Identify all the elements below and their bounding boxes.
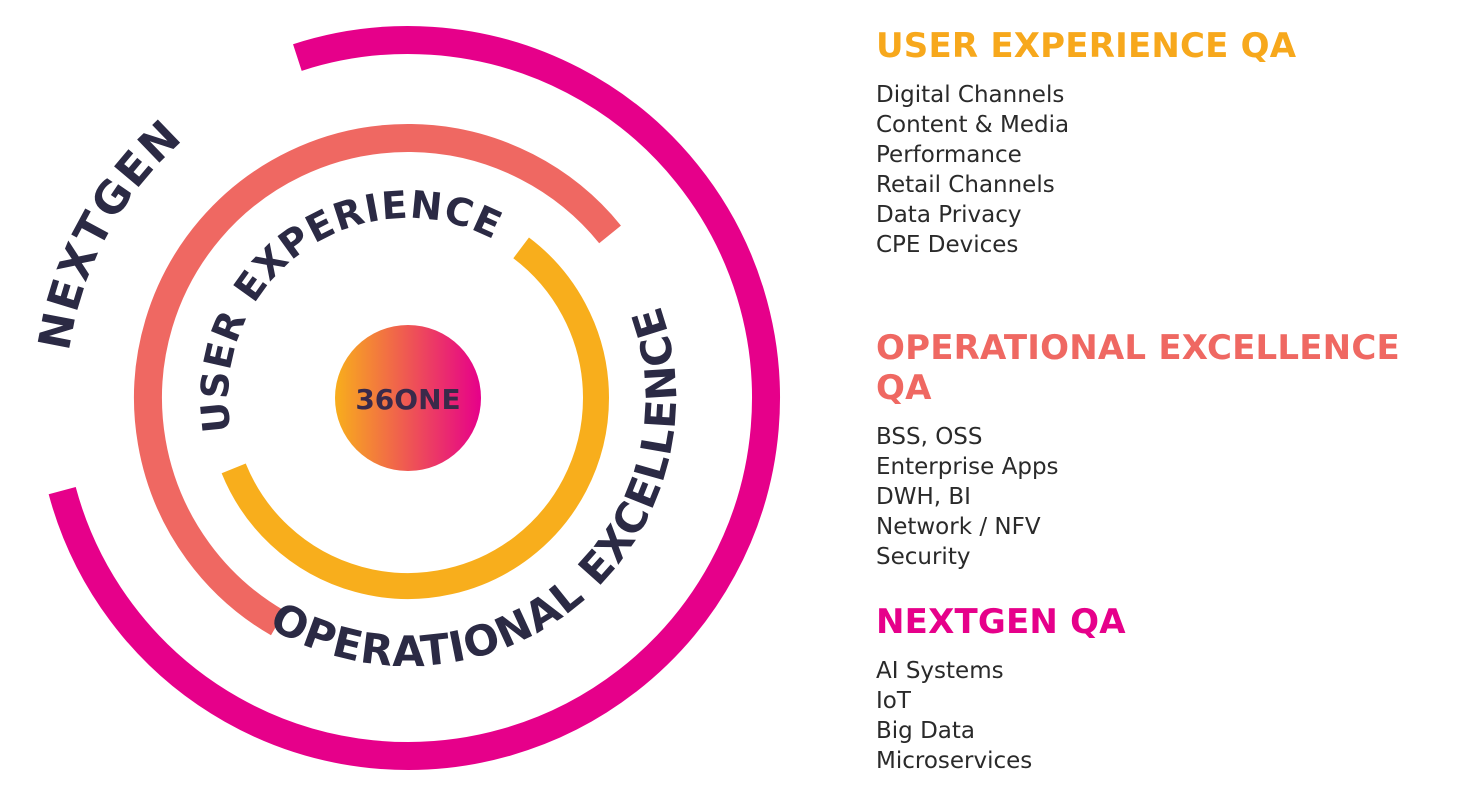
list-item: Security	[876, 544, 971, 570]
operational-excellence-ring	[134, 124, 621, 636]
list-item: BSS, OSS	[876, 424, 983, 450]
list-item: Performance	[876, 142, 1022, 168]
nextgen-qa-section: NEXTGEN QA AI Systems IoT Big Data Micro…	[876, 602, 1126, 776]
list-item: AI Systems	[876, 658, 1004, 684]
section-title: USER EXPERIENCE QA	[876, 26, 1297, 66]
list-item: Big Data	[876, 718, 975, 744]
list-item: Digital Channels	[876, 82, 1065, 108]
list-item: Data Privacy	[876, 202, 1022, 228]
list-item: Microservices	[876, 748, 1033, 774]
list-item: Content & Media	[876, 112, 1070, 138]
center-circle	[335, 325, 481, 471]
user-experience-ring	[221, 237, 609, 599]
operational-excellence-qa-section: OPERATIONAL EXCELLENCE QA BSS, OSS Enter…	[876, 328, 1458, 572]
list-item: CPE Devices	[876, 232, 1019, 258]
list-item: DWH, BI	[876, 484, 971, 510]
section-list: AI Systems IoT Big Data Microservices	[876, 656, 1126, 776]
list-item: Network / NFV	[876, 514, 1041, 540]
user-experience-qa-section: USER EXPERIENCE QA Digital Channels Cont…	[876, 26, 1296, 260]
list-item: Enterprise Apps	[876, 454, 1059, 480]
list-item: Retail Channels	[876, 172, 1055, 198]
operational-excellence-ring-label: OPERATIONAL EXCELLENCE	[263, 301, 687, 676]
nextgen-ring	[48, 26, 780, 770]
concentric-rings-diagram: NEXTGEN OPERATIONAL EXCELLENCE USER EXPE…	[29, 26, 780, 770]
section-list: Digital Channels Content & Media Perform…	[876, 80, 1296, 260]
section-title: NEXTGEN QA	[876, 602, 1126, 642]
list-item: IoT	[876, 688, 911, 714]
section-list: BSS, OSS Enterprise Apps DWH, BI Network…	[876, 422, 1458, 572]
center-label: 36ONE	[355, 383, 460, 416]
section-title: OPERATIONAL EXCELLENCE QA	[876, 328, 1400, 408]
